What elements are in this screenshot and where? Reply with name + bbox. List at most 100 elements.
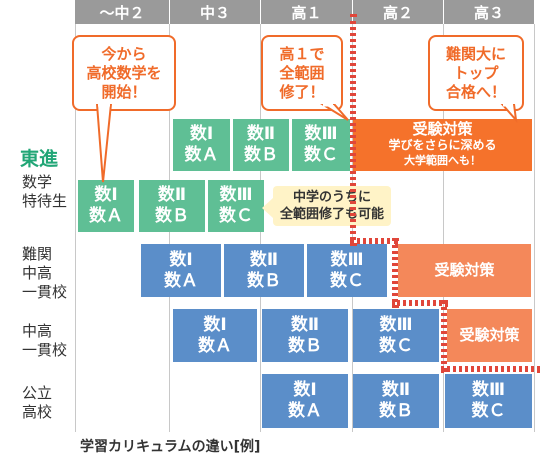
bubble-tail bbox=[95, 104, 113, 183]
subject-label: 数Ｃ bbox=[330, 270, 364, 291]
subject-block-s1: 数Ⅰ 数Ａ bbox=[173, 309, 257, 362]
row-label-toshin-2: 特待生 bbox=[22, 192, 68, 210]
subject-label: 数Ⅱ bbox=[381, 380, 411, 400]
subject-block-s2: 数Ⅱ 数Ｂ bbox=[353, 374, 439, 428]
exam-prep-block: 受験対策 bbox=[447, 309, 532, 362]
subject-block-s2: 数Ⅱ 数Ｂ bbox=[262, 309, 348, 362]
subject-label: 数Ａ bbox=[89, 206, 123, 226]
bubble-text: 今から bbox=[101, 44, 147, 63]
bubble-tail bbox=[320, 104, 349, 121]
subject-label: 数Ａ bbox=[198, 335, 232, 356]
subject-label: 数Ｂ bbox=[379, 401, 413, 421]
subject-label: 数Ａ bbox=[164, 270, 198, 291]
subject-label: 数Ｂ bbox=[155, 206, 189, 226]
subject-block-s3: 数Ⅲ 数Ｃ bbox=[445, 374, 532, 428]
column-header-ko2: 高２ bbox=[353, 0, 443, 24]
boundary-line bbox=[441, 366, 540, 372]
subject-label: 数Ⅲ bbox=[304, 124, 338, 144]
subject-label: 数Ⅲ bbox=[330, 249, 364, 270]
exam-subtext: 大学範囲へも！ bbox=[404, 154, 481, 167]
column-header-chu2: 〜中２ bbox=[75, 0, 169, 24]
callout-box: 中学のうちに 全範囲修了も可能 bbox=[273, 186, 391, 226]
callout-pointer bbox=[262, 198, 273, 218]
subject-label: 数Ｃ bbox=[471, 401, 506, 421]
bubble-finish-ko1: 高１で 全範囲 修了！ bbox=[261, 35, 343, 111]
bubble-text: 修了！ bbox=[279, 82, 325, 101]
subject-block-s1: 数Ⅰ 数Ａ bbox=[262, 374, 348, 428]
subject-label: 数Ｂ bbox=[244, 145, 278, 165]
subject-block-s2: 数Ⅱ 数Ｂ bbox=[139, 180, 205, 232]
caption: 学習カリキュラムの違い[例] bbox=[80, 439, 261, 455]
bubble-text: 合格へ！ bbox=[445, 82, 506, 101]
row-label-nankan-2: 中高 bbox=[22, 264, 53, 282]
subject-block-s3: 数Ⅲ 数Ｃ bbox=[208, 180, 264, 232]
exam-subtext: 学びをさらに深める bbox=[388, 138, 497, 152]
bubble-text: 開始！ bbox=[101, 82, 147, 101]
bubble-top-university: 難関大に トップ 合格へ！ bbox=[428, 35, 524, 111]
row-label-koritsu-1: 公立 bbox=[22, 384, 53, 402]
grid-line bbox=[443, 24, 444, 432]
subject-label: 数Ⅱ bbox=[157, 185, 187, 205]
subject-label: 数Ｃ bbox=[379, 335, 413, 356]
subject-label: 数Ⅲ bbox=[219, 185, 253, 205]
bubble-pointer bbox=[500, 104, 518, 124]
row-label-koritsu-2: 高校 bbox=[22, 403, 53, 421]
column-header-ko3: 高３ bbox=[444, 0, 534, 24]
bubble-text: 高校数学を bbox=[86, 63, 162, 82]
grid-line bbox=[534, 24, 535, 432]
exam-title: 受験対策 bbox=[434, 261, 495, 279]
bubble-text: 高１で bbox=[279, 44, 325, 63]
subject-label: 数Ⅰ bbox=[293, 380, 317, 400]
subject-block-s1: 数Ⅰ 数Ａ bbox=[78, 180, 134, 232]
row-label-toshin-1: 数学 bbox=[22, 173, 53, 191]
exam-title: 受験対策 bbox=[459, 326, 520, 344]
subject-label: 数Ⅰ bbox=[94, 185, 118, 205]
subject-label: 数Ⅱ bbox=[249, 249, 279, 270]
brand-label: 東進 bbox=[20, 148, 59, 170]
column-header-ko1: 高１ bbox=[261, 0, 352, 24]
row-label-nankan-1: 難関 bbox=[22, 245, 53, 263]
grid-line bbox=[75, 24, 76, 432]
subject-block-s2: 数Ⅱ 数Ｂ bbox=[233, 119, 289, 171]
bubble-pointer bbox=[320, 104, 349, 121]
subject-block-s1: 数Ⅰ 数Ａ bbox=[141, 244, 221, 297]
subject-label: 数Ⅱ bbox=[246, 124, 276, 144]
bubble-text: 難関大に bbox=[445, 44, 506, 63]
exam-title: 受験対策 bbox=[412, 120, 473, 138]
boundary-line bbox=[350, 14, 356, 246]
subject-block-s3: 数Ⅲ 数Ｃ bbox=[292, 119, 350, 171]
subject-block-s3: 数Ⅲ 数Ｃ bbox=[307, 244, 387, 297]
bubble-tail bbox=[500, 104, 518, 124]
subject-label: 数Ｂ bbox=[247, 270, 281, 291]
bubble-text: 全範囲 bbox=[279, 63, 325, 82]
subject-block-s2: 数Ⅱ 数Ｂ bbox=[224, 244, 304, 297]
callout-text: 全範囲修了も可能 bbox=[279, 207, 384, 222]
bubble-pointer bbox=[95, 104, 113, 183]
exam-prep-block: 受験対策 bbox=[398, 244, 531, 297]
subject-label: 数Ⅰ bbox=[203, 314, 227, 335]
subject-label: 数Ⅰ bbox=[189, 124, 214, 144]
row-label-chuko-2: 一貫校 bbox=[22, 341, 68, 359]
subject-label: 数Ｃ bbox=[304, 145, 338, 165]
bubble-start-now: 今から 高校数学を 開始！ bbox=[72, 35, 176, 111]
subject-block-s1: 数Ⅰ 数Ａ bbox=[173, 119, 230, 171]
row-label-chuko-1: 中高 bbox=[22, 322, 53, 340]
boundary-line bbox=[392, 238, 398, 308]
boundary-line bbox=[350, 238, 398, 244]
subject-label: 数Ⅱ bbox=[290, 314, 320, 335]
callout-text: 中学のうちに bbox=[292, 190, 371, 205]
subject-label: 数Ⅲ bbox=[379, 314, 413, 335]
subject-block-s3: 数Ⅲ 数Ｃ bbox=[353, 309, 439, 362]
column-header-chu3: 中３ bbox=[170, 0, 260, 24]
subject-label: 数Ｂ bbox=[288, 335, 322, 356]
boundary-line bbox=[441, 300, 447, 372]
bubble-text: トップ bbox=[453, 63, 499, 82]
boundary-line bbox=[392, 300, 448, 306]
subject-label: 数Ｃ bbox=[219, 206, 253, 226]
row-label-nankan-3: 一貫校 bbox=[22, 283, 68, 301]
subject-label: 数Ａ bbox=[184, 145, 219, 165]
subject-label: 数Ⅲ bbox=[471, 380, 506, 400]
subject-label: 数Ａ bbox=[288, 401, 322, 421]
exam-prep-block: 受験対策 学びをさらに深める 大学範囲へも！ bbox=[353, 119, 532, 171]
